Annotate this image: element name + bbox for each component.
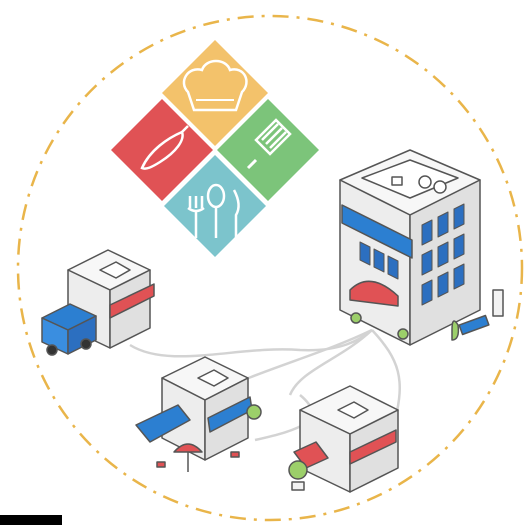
chili-pepper-icon	[140, 130, 184, 170]
fork-spoon-knife-icon	[187, 183, 240, 238]
umbrella-icon	[173, 443, 203, 453]
chili-tile	[111, 99, 213, 201]
chef-hat-icon	[182, 59, 248, 112]
left-building	[41, 249, 155, 356]
cafe-awning-left	[135, 404, 191, 443]
bottom-right-awning	[349, 429, 397, 465]
spatula-tile	[217, 99, 319, 201]
bottom-right-building	[288, 385, 399, 493]
main-awning	[349, 280, 399, 307]
spatula-icon	[246, 118, 292, 170]
corner-black-bar	[0, 515, 62, 525]
chef-hat-tile	[162, 40, 268, 146]
left-awning	[109, 283, 155, 319]
main-sign-band	[341, 204, 413, 259]
cutlery-tile	[164, 155, 266, 257]
delivery-truck-icon	[41, 303, 97, 356]
cafe-building	[135, 356, 262, 472]
logo-mark	[111, 40, 319, 257]
dashed-ring	[16, 14, 524, 522]
main-building	[339, 149, 504, 346]
